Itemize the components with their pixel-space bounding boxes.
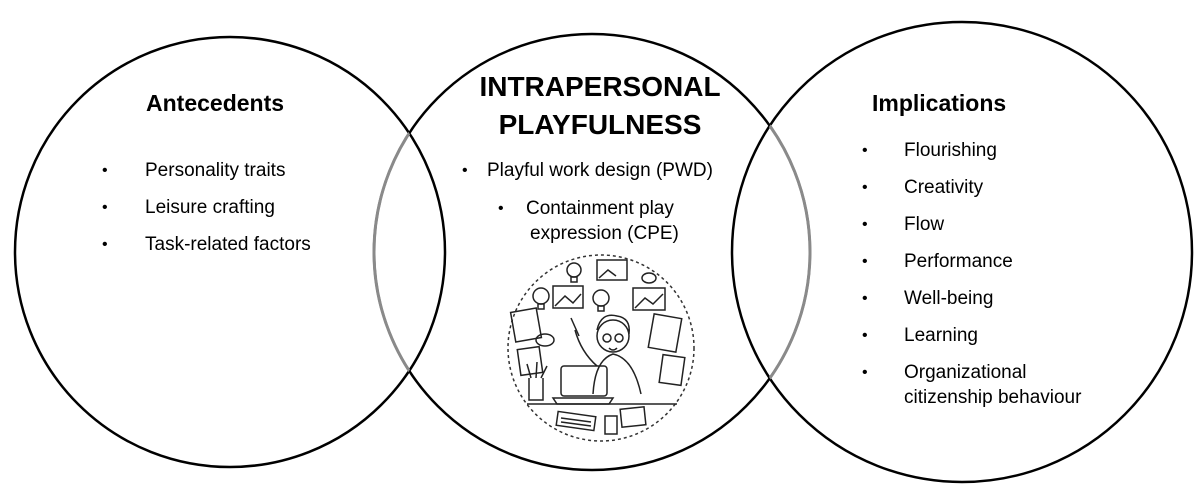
left-overlap-arc bbox=[372, 37, 445, 467]
left-circle bbox=[13, 35, 447, 469]
person-at-laptop-with-ideas-icon bbox=[507, 254, 695, 442]
antecedents-title: Antecedents bbox=[146, 90, 285, 116]
intrapersonal-playfulness-title: INTRAPERSONAL PLAYFULNESS bbox=[479, 71, 721, 140]
right-overlap-arc bbox=[732, 32, 812, 472]
implications-title: Implications bbox=[872, 90, 1007, 116]
right-circle bbox=[730, 20, 1194, 484]
